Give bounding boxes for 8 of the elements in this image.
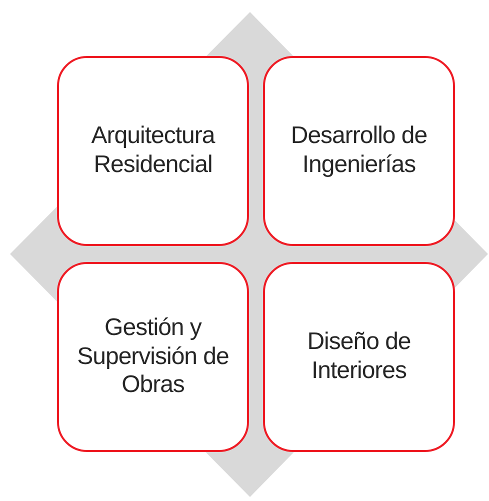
- box-text: Arquitectura Residencial: [90, 122, 216, 180]
- rounded-box: [57, 56, 249, 246]
- rounded-box: [57, 262, 249, 452]
- box-text: Gestión y Supervisión de Obras: [76, 314, 230, 400]
- box-text: Desarrollo de Ingenierías: [290, 122, 428, 180]
- box-text: Diseño de Interiores: [306, 328, 412, 386]
- rounded-box: [263, 56, 455, 246]
- rounded-box: [263, 262, 455, 452]
